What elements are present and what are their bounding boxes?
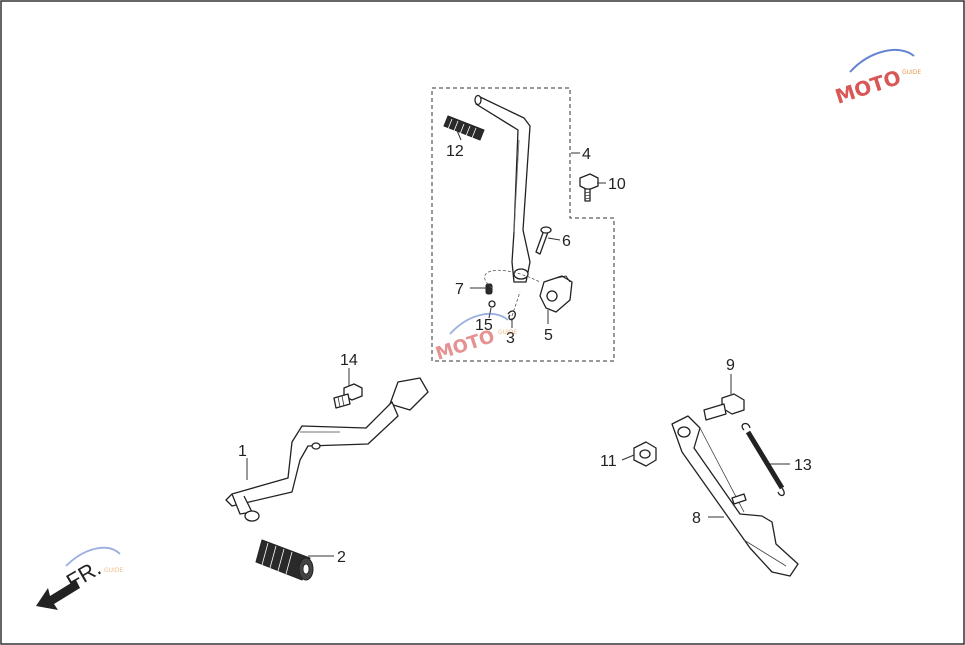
callout-5: 5 [544,327,553,344]
watermark-text-center: MOTO [433,326,497,365]
kick-starter-group-outline [431,87,615,362]
part-15-ball [488,300,496,308]
callout-7: 7 [455,281,464,298]
callout-8: 8 [692,510,701,527]
callout-12: 12 [446,143,464,160]
watermark-text: MOTO [832,65,904,109]
part-10-bolt [579,173,599,202]
part-11-nut [633,441,657,467]
callout-13: 13 [794,457,812,474]
part-5-kick-boss [539,275,573,313]
watermark-subtext-bottom: GUIDE [104,567,123,574]
callout-4: 4 [582,146,591,163]
callout-11: 11 [600,453,617,470]
part-4-kick-starter-arm [474,94,531,283]
watermark-logo-bottom-left: GUIDE [65,546,123,574]
watermark-subtext: GUIDE [902,69,921,76]
watermark-logo-top-right: MOTO GUIDE [832,48,921,109]
part-9-bolt [703,393,745,421]
part-14-bolt [333,383,363,409]
part-3-clip [507,310,516,321]
part-12-kick-rubber [443,115,485,141]
part-2-shift-rubber [255,539,314,581]
front-direction-indicator: FR. [36,555,105,610]
callout-labels: 1 2 3 4 5 6 7 8 9 10 11 12 13 14 15 [238,143,812,566]
part-13-spring [741,422,785,497]
callout-1: 1 [238,443,247,460]
callout-6: 6 [562,233,571,250]
part-6-pin [535,226,552,255]
callout-2: 2 [337,549,346,566]
callout-10: 10 [608,176,626,193]
part-1-gear-shift-pedal [225,377,429,522]
front-arrow-icon [36,580,80,610]
part-8-side-stand [671,415,799,577]
assembly-relation-line [484,269,541,317]
leader-lines [246,127,790,557]
part-7-spring [485,283,493,295]
callout-15: 15 [475,317,493,334]
callout-3: 3 [506,330,515,347]
callout-9: 9 [726,357,735,374]
callout-14: 14 [340,352,358,369]
watermark-subtext-center: GUIDE [498,329,517,336]
